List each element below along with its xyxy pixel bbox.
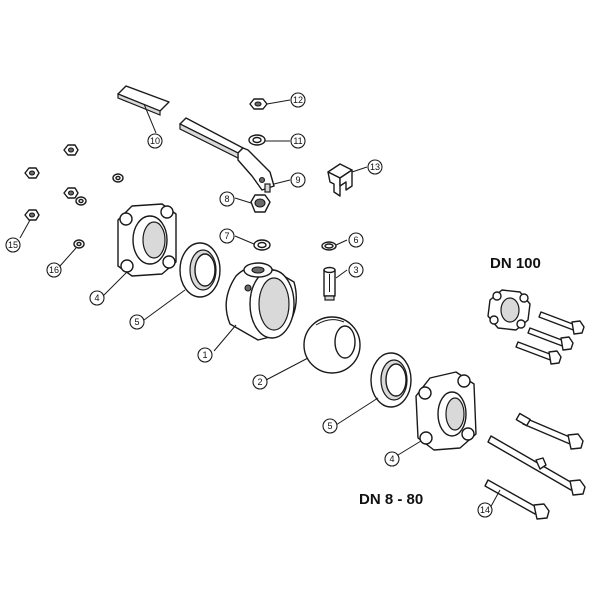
callout-15: 15 <box>5 237 21 253</box>
end-connector-icon <box>415 371 477 451</box>
washer-icon <box>253 239 271 251</box>
hex-nut-icon <box>249 98 268 110</box>
handle-grip-icon <box>117 85 170 116</box>
bolt-icon <box>527 327 574 351</box>
stem-icon <box>323 266 336 301</box>
callout-7: 7 <box>219 228 235 244</box>
hex-nut-icon <box>63 144 79 156</box>
seat-ring-icon <box>370 352 412 408</box>
washer-icon <box>75 196 87 206</box>
svg-text:4: 4 <box>389 454 394 464</box>
svg-text:3: 3 <box>353 265 358 275</box>
callout-1: 1 <box>197 347 213 363</box>
callout-9: 9 <box>290 172 306 188</box>
handle-lever-icon <box>179 117 275 193</box>
end-connector-icon <box>117 203 177 277</box>
callout-16: 16 <box>46 262 62 278</box>
svg-text:6: 6 <box>353 235 358 245</box>
svg-text:1: 1 <box>202 350 207 360</box>
svg-text:5: 5 <box>134 317 139 327</box>
callout-6: 6 <box>348 232 364 248</box>
svg-text:12: 12 <box>293 95 303 105</box>
callout-12: 12 <box>290 92 306 108</box>
o-ring-icon <box>321 241 337 251</box>
bolt-icon <box>484 479 550 520</box>
bolt-icon <box>515 341 562 365</box>
svg-text:7: 7 <box>224 231 229 241</box>
washer-icon <box>73 239 85 249</box>
callout-11: 11 <box>290 133 306 149</box>
locking-clip-icon <box>327 163 353 197</box>
callout-5-right: 5 <box>322 418 338 434</box>
callout-14: 14 <box>477 502 493 518</box>
callout-4-left: 4 <box>89 290 105 306</box>
dn-8-80-label: DN 8 - 80 <box>359 491 423 508</box>
svg-text:2: 2 <box>257 377 262 387</box>
ball-icon <box>303 316 361 374</box>
bolt-icon <box>515 412 584 450</box>
svg-text:11: 11 <box>293 136 302 146</box>
gland-nut-icon <box>250 194 271 213</box>
callout-4-right: 4 <box>384 451 400 467</box>
callout-13: 13 <box>367 159 383 175</box>
svg-text:16: 16 <box>49 265 59 275</box>
svg-text:5: 5 <box>327 421 332 431</box>
svg-text:10: 10 <box>150 136 160 146</box>
callout-10: 10 <box>147 133 163 149</box>
callout-8: 8 <box>219 191 235 207</box>
hex-nut-icon <box>63 187 79 199</box>
bolt-icon <box>487 435 586 496</box>
callout-5-left: 5 <box>129 314 145 330</box>
callout-2: 2 <box>252 374 268 390</box>
leader-lines <box>19 99 501 511</box>
svg-text:14: 14 <box>480 505 490 515</box>
svg-text:4: 4 <box>94 293 99 303</box>
washer-icon <box>248 134 266 146</box>
seat-ring-icon <box>179 242 221 298</box>
valve-body-icon <box>225 262 297 341</box>
hex-nut-icon <box>24 167 40 179</box>
callout-3: 3 <box>348 262 364 278</box>
svg-text:13: 13 <box>370 162 380 172</box>
hex-nut-icon <box>24 209 40 221</box>
dn-100-label: DN 100 <box>490 255 541 272</box>
svg-text:8: 8 <box>224 194 229 204</box>
svg-text:15: 15 <box>8 240 18 250</box>
bolt-icon <box>538 311 585 335</box>
washer-icon <box>112 173 124 183</box>
dn100-end-connector-icon <box>487 289 531 331</box>
svg-text:9: 9 <box>295 175 300 185</box>
